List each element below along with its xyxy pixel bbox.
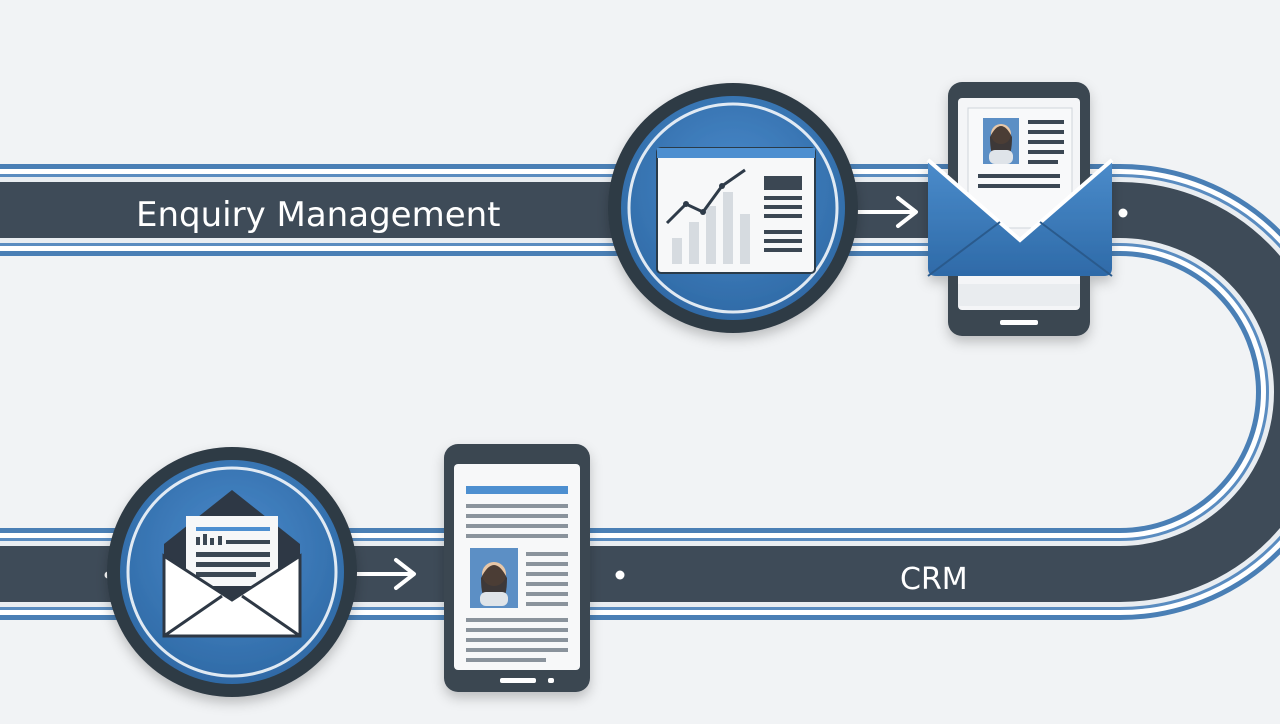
right-arrow-icon — [348, 558, 416, 590]
track-dot — [1118, 208, 1128, 218]
track-dot — [615, 570, 625, 580]
track-label-enquiry: Enquiry Management — [136, 195, 501, 235]
track-label-crm: CRM — [900, 562, 968, 597]
workflow-track — [0, 164, 1280, 620]
right-arrow-icon — [850, 196, 918, 228]
open-envelope-icon — [107, 447, 357, 697]
profile-letter-envelope-icon — [926, 82, 1114, 336]
chart-report-icon — [608, 83, 858, 333]
profile-document-tablet-icon — [444, 444, 590, 692]
